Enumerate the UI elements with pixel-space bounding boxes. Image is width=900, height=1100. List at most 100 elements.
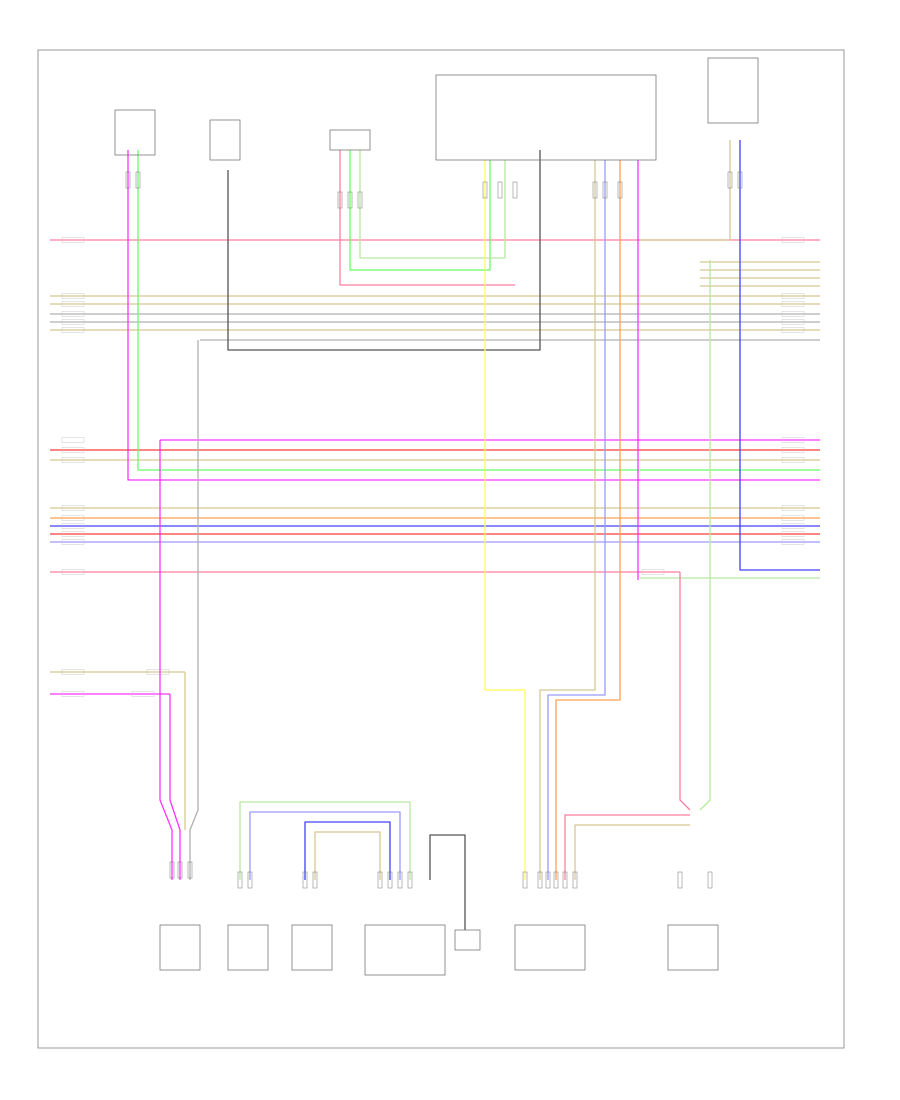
top-component-2 [209,119,241,161]
wire-label-left [61,319,85,325]
connector-pin [707,871,713,889]
wire-pink-right [679,572,691,811]
wire-label-left [61,505,85,511]
wire-label-right [781,319,805,325]
wire-label-right [641,569,665,575]
connector-pin [337,191,343,209]
wire-label-right [146,669,170,675]
wire-label-left [61,523,85,529]
connector-pin [169,861,175,879]
wire-label-right [781,311,805,317]
connector-pin [512,181,518,199]
wire-label-left [61,437,85,443]
wire-label-left [61,531,85,537]
wire-blue-right [739,140,820,571]
wire-tan-right [640,140,731,241]
connector-pin [357,191,363,209]
wire-yellow-long [484,160,526,880]
wire-gray-long [189,340,199,880]
connector-pin [737,171,743,189]
bottom-component-1 [159,924,201,971]
wire-label-right [781,505,805,511]
connector-pin [347,191,353,209]
bottom-component-6 [514,924,586,971]
wire-pale-right [699,260,711,811]
connector-pin [247,871,253,889]
wire-label-right [781,531,805,537]
wire-label-right [781,515,805,521]
bottom-component-7 [667,924,719,971]
wire-tan-b6 [574,824,690,880]
wire-label-right [781,523,805,529]
wire-label-left [61,311,85,317]
wire-label-right [781,447,805,453]
wire-label-left [61,301,85,307]
wire-label-right [781,327,805,333]
wire-label-left [61,691,85,697]
connector-pin [482,181,488,199]
wire-layer [50,140,820,930]
top-component-4 [435,74,657,161]
wire-label-left [61,447,85,453]
wire-label-left [61,293,85,299]
connector-pin [302,871,308,889]
wire-orange-long [555,160,621,880]
wire-c3-lgreen [359,150,506,259]
connector-pin [312,871,318,889]
connector-pin [617,181,623,199]
wire-c3-pink [339,150,515,286]
wire-label-left [61,539,85,545]
wire-magenta-long [159,440,173,880]
wire-label-right [781,237,805,243]
connector-pin [537,871,543,889]
wire-violet-long [547,160,606,880]
top-component-3 [329,129,371,151]
wire-c1-green [137,150,140,471]
wire-label-right [781,293,805,299]
bottom-component-5 [454,929,481,951]
connector-pin [397,871,403,889]
top-component-1 [114,109,156,156]
connector-pin [497,181,503,199]
wire-b3-tan [314,831,381,880]
connector-pin [553,871,559,889]
wire-label-left [61,569,85,575]
diagram-frame [37,49,845,1049]
wire-label-right [781,539,805,545]
wire-label-left [61,237,85,243]
connector-pin [237,871,243,889]
connector-pin [602,181,608,199]
connector-pin [562,871,568,889]
wire-c1-magenta [127,150,130,481]
wire-label-left [61,669,85,675]
connector-pin [377,871,383,889]
connector-pin [177,861,183,879]
wire-label-left [61,515,85,521]
wire-label-left [61,327,85,333]
wire-c3-green [349,150,491,271]
wire-label-right [781,437,805,443]
connector-pin [387,871,393,889]
connector-pin [187,861,193,879]
wire-label-left [61,457,85,463]
connector-pin [592,181,598,199]
bottom-component-4 [364,924,446,976]
wire-magenta-b1 [169,694,181,880]
component-layer [114,57,759,976]
wire-label-right [781,301,805,307]
connector-pin [135,171,141,189]
connector-pin [572,871,578,889]
connector-pin [522,871,528,889]
wire-c2-dark [227,150,541,351]
connector-pin [407,871,413,889]
wire-b4-dark [429,834,466,930]
connector-pin [677,871,683,889]
wire-label-right [781,457,805,463]
bottom-component-2 [227,924,269,971]
wire-b3-blue [304,821,391,880]
wire-label-right [131,691,155,697]
wire-tan-long [539,160,596,880]
wire-b2-green [239,801,411,880]
